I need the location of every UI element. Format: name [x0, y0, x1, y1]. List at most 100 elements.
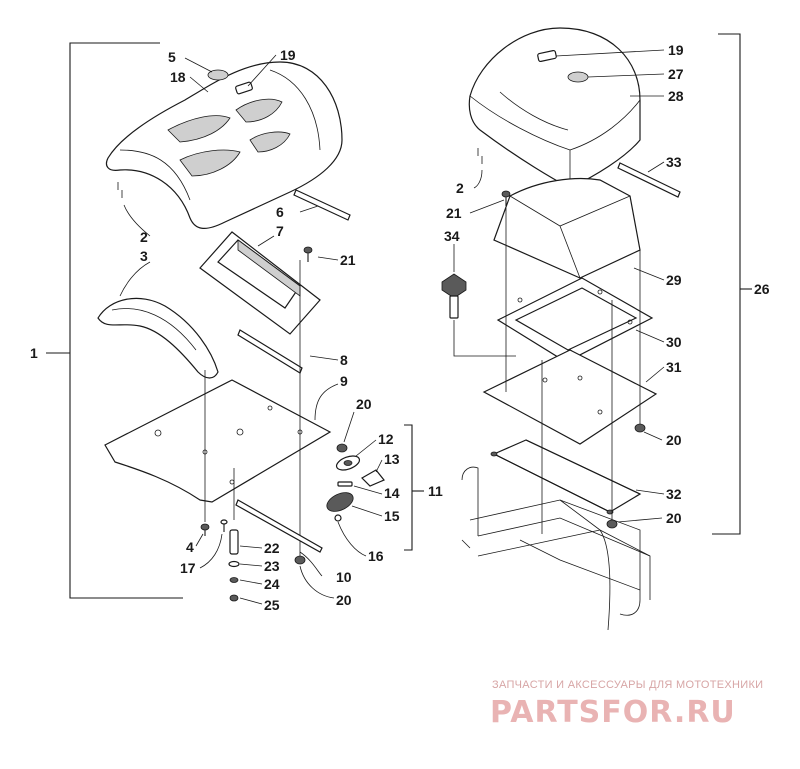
rail-assembly-32 [490, 439, 642, 515]
leader-13 [375, 459, 383, 473]
bolt-17 [220, 519, 228, 532]
latch-20 [336, 443, 348, 453]
callout-20c: 20 [666, 432, 682, 448]
leader-30 [635, 329, 665, 343]
callout-11: 11 [428, 483, 443, 499]
callout-33: 33 [666, 154, 682, 170]
leader-4 [195, 533, 204, 547]
leader-32 [635, 489, 665, 495]
callout-24: 24 [264, 576, 280, 592]
latch-spring-13 [361, 469, 385, 487]
base-board-31 [482, 349, 658, 445]
leader-29 [633, 267, 665, 281]
leader-15 [351, 505, 383, 517]
leader-33 [647, 161, 665, 173]
callout-25: 25 [264, 597, 280, 613]
callout-20a: 20 [356, 396, 372, 412]
bracket-group-26 [712, 33, 741, 535]
cushion-badge-27 [567, 71, 589, 83]
bracket-group-1 [69, 42, 183, 599]
leader-10 [299, 551, 323, 577]
callout-6: 6 [276, 204, 284, 220]
leader-12 [355, 439, 377, 457]
base-plate-9 [104, 379, 332, 503]
handle-bolt-34 [441, 273, 467, 319]
callout-labels: 1 2 3 4 5 6 7 8 9 10 11 12 13 14 15 16 1… [30, 42, 770, 613]
cushion-emblem-19b [537, 49, 557, 63]
seat-badge-5 [207, 69, 229, 81]
latch-cover-15 [326, 492, 354, 512]
leader-14 [353, 485, 383, 495]
callout-1: 1 [30, 345, 38, 361]
callout-10: 10 [336, 569, 352, 585]
callout-15: 15 [384, 508, 400, 524]
hinge-bar-8 [237, 329, 303, 374]
callout-21a: 21 [340, 252, 356, 268]
leader-21b [469, 199, 505, 214]
callout-4: 4 [186, 539, 194, 555]
seat-cushion-28 [468, 27, 641, 189]
seat-emblem-19 [235, 81, 253, 95]
storage-tray-7 [199, 231, 321, 335]
callout-30: 30 [666, 334, 682, 350]
leader-8 [309, 355, 339, 361]
callout-22: 22 [264, 540, 280, 556]
leader-2b [473, 148, 483, 189]
watermark-brand: PARTSFOR.RU [490, 695, 736, 730]
seat-cover-part [105, 61, 343, 229]
leader-20a [343, 411, 355, 443]
callout-32: 32 [666, 486, 682, 502]
vehicle-frame-outline [461, 466, 651, 631]
callout-12: 12 [378, 431, 394, 447]
screw-21b [501, 190, 511, 206]
mounting-frame-30 [496, 277, 654, 363]
seat-pan-29 [493, 177, 641, 279]
leader-20b [299, 565, 335, 599]
callout-5: 5 [168, 49, 176, 65]
leader-5 [184, 57, 213, 73]
latch-plate-12 [335, 455, 361, 471]
callout-2a: 2 [140, 229, 148, 245]
leader-19a [247, 54, 277, 87]
callout-16: 16 [368, 548, 384, 564]
callout-2b: 2 [456, 180, 464, 196]
fastener-stack-22-25 [228, 529, 240, 602]
leader-2a [117, 182, 151, 237]
callout-26: 26 [754, 281, 770, 297]
callout-27: 27 [668, 66, 684, 82]
leader-7 [257, 235, 275, 247]
callout-28: 28 [668, 88, 684, 104]
nut-20b [294, 555, 306, 565]
leader-19b [555, 49, 665, 57]
callout-3: 3 [140, 248, 148, 264]
callout-29: 29 [666, 272, 682, 288]
leader-18 [189, 76, 209, 93]
callout-7: 7 [276, 223, 284, 239]
callout-19a: 19 [280, 47, 296, 63]
callout-8: 8 [340, 352, 348, 368]
leader-31 [645, 366, 665, 383]
watermark-tagline: ЗАПЧАСТИ И АКСЕССУАРЫ ДЛЯ МОТОТЕХНИКИ [492, 679, 763, 691]
nut-20c [634, 423, 646, 433]
trim-guard-3 [97, 297, 219, 379]
strap-33 [617, 162, 681, 198]
bracket-group-11 [404, 424, 413, 551]
leader-25 [239, 597, 263, 605]
callout-9: 9 [340, 373, 348, 389]
callout-18: 18 [170, 69, 186, 85]
callout-20d: 20 [666, 510, 682, 526]
leader-17 [199, 533, 223, 569]
callout-19b: 19 [668, 42, 684, 58]
leader-27 [587, 73, 665, 78]
strap-6 [293, 189, 351, 221]
leader-6 [299, 205, 319, 213]
leader-23 [239, 563, 263, 567]
bolt-axis-34 [453, 320, 516, 357]
leader-21a [317, 256, 339, 261]
leader-20c [643, 431, 663, 441]
leader-3 [119, 261, 151, 297]
callout-20b: 20 [336, 592, 352, 608]
watermark: ЗАПЧАСТИ И АКСЕССУАРЫ ДЛЯ МОТОТЕХНИКИ PA… [490, 679, 763, 730]
